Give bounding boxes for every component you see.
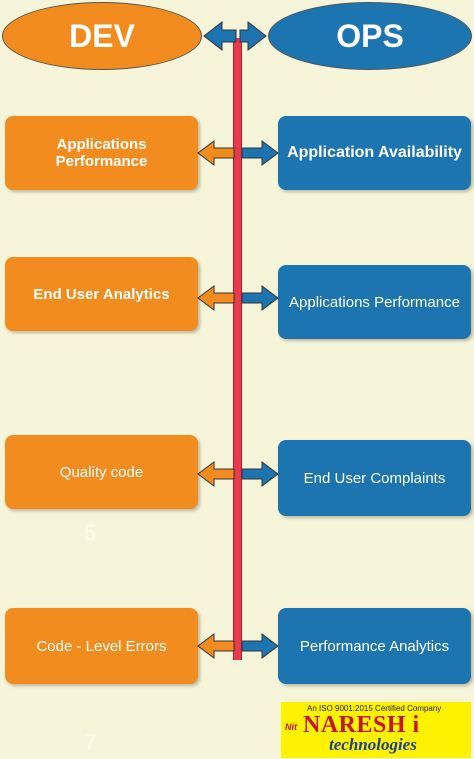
logo-prefix: Nit [285,722,297,732]
ops-box-1: Application Availability [278,116,471,190]
ops-box-3: End User Complaints [278,440,471,516]
ops-arrow-icon [241,461,279,487]
dev-arrow-icon [197,461,235,487]
ops-arrow-icon [241,140,279,166]
ghost-number: 7 [84,730,97,755]
dev-box-4: Code - Level Errors [5,608,198,684]
ops-header-oval: OPS [268,2,472,70]
header-arrow-right-icon [239,20,267,52]
ops-box-label: Application Availability [287,144,462,161]
ops-arrow-icon [241,285,279,311]
logo-tagline: An ISO 9001:2015 Certified Company [307,704,442,713]
dev-box-1: Applications Performance [5,116,198,190]
central-divider-line [233,38,242,660]
dev-arrow-icon [197,285,235,311]
logo-name: NARESH i [303,712,420,738]
dev-box-2: End User Analytics [5,257,198,331]
ghost-number: 5 [84,520,97,545]
logo-subtitle: technologies [329,735,417,754]
ops-box-4: Performance Analytics [278,608,471,684]
dev-header-label: DEV [69,17,135,54]
dev-arrow-icon [197,140,235,166]
dev-box-label: End User Analytics [33,285,170,303]
ops-box-label: Applications Performance [289,293,460,311]
ops-box-label: End User Complaints [303,469,446,487]
ops-header-label: OPS [336,17,404,54]
dev-box-label: Applications Performance [55,136,148,170]
naresh-logo: An ISO 9001:2015 Certified Company Nit N… [281,702,471,758]
dev-header-oval: DEV [2,2,202,70]
ops-box-label: Performance Analytics [299,637,450,655]
ops-arrow-icon [241,633,279,659]
ops-box-2: Applications Performance [278,265,471,339]
dev-box-label: Quality code [59,463,144,481]
header-arrow-left-icon [203,20,237,52]
dev-box-label: Code - Level Errors [36,637,167,655]
dev-box-3: Quality code [5,435,198,509]
dev-arrow-icon [197,633,235,659]
